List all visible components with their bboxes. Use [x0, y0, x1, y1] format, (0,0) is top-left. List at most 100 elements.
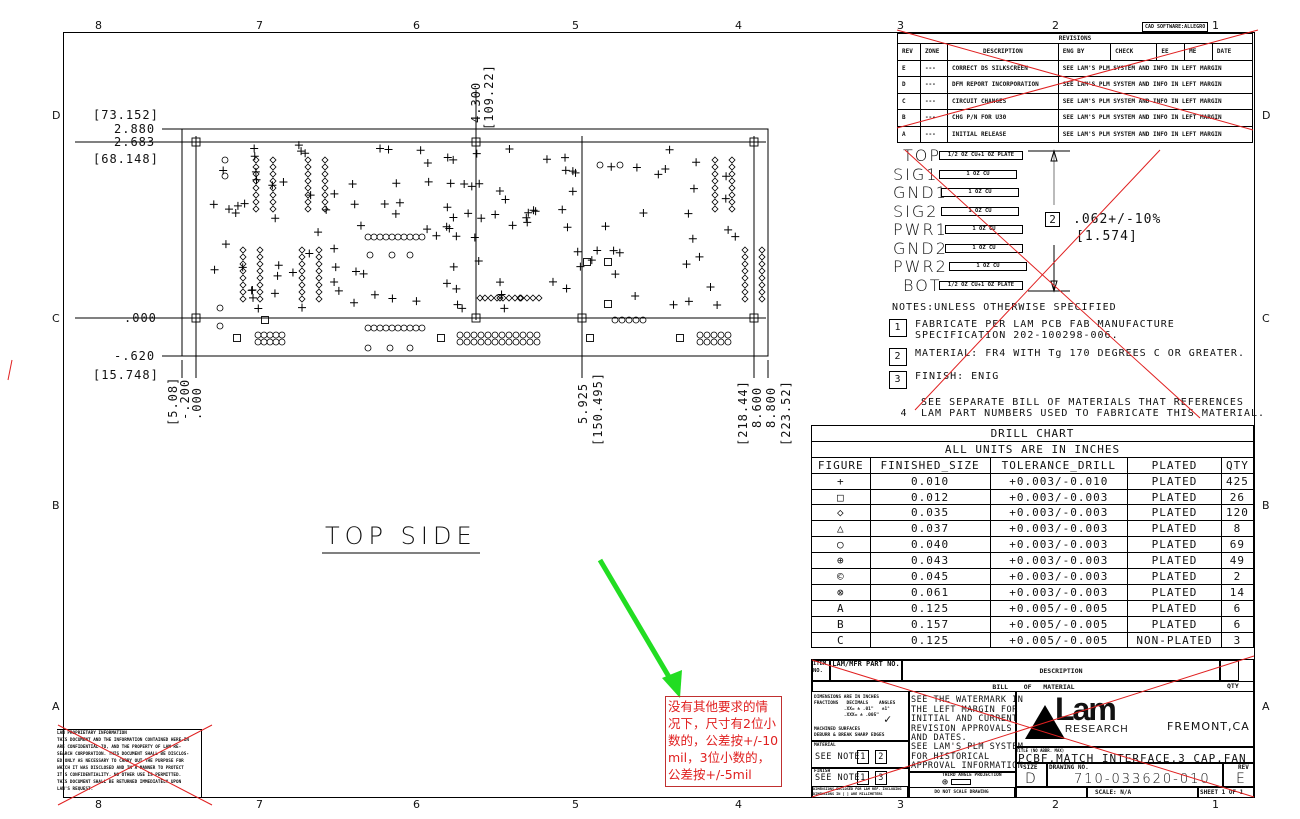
drill-hole	[252, 170, 260, 178]
drill-hole	[524, 208, 533, 217]
col-check: CHECK	[1110, 43, 1158, 61]
drill-hole	[370, 324, 378, 332]
drill-hole	[315, 274, 323, 282]
drill-hole	[758, 295, 766, 303]
drill-hole	[512, 331, 520, 339]
drill-figure-icon: ⊗	[811, 583, 871, 601]
drill-hole	[703, 338, 711, 346]
drill-hole	[446, 179, 455, 188]
tolerance: +0.003/-0.003	[989, 552, 1129, 570]
drill-hole	[604, 300, 612, 308]
drill-hole	[256, 253, 264, 261]
proprietary-notice: LAM PROPRIETARY INFORMATION THIS DOCUMEN…	[57, 729, 202, 797]
drill-hole	[252, 163, 260, 171]
drill-hole	[533, 338, 541, 346]
col-me: ME	[1184, 43, 1213, 61]
drill-hole	[535, 294, 543, 302]
drill-hole	[252, 184, 260, 192]
drill-hole	[731, 232, 740, 241]
drill-hole	[496, 294, 504, 302]
checkmark-icon: ✓	[884, 712, 892, 726]
drill-figure-icon: +	[811, 472, 871, 490]
drill-hole	[632, 316, 640, 324]
drill-hole	[741, 267, 749, 275]
logo-text: Lam	[1055, 691, 1117, 727]
drill-hole	[563, 223, 572, 232]
drill-hole	[470, 331, 478, 339]
zone-row-marker: A	[52, 700, 60, 713]
drill-hole	[304, 170, 312, 178]
drill-hole	[271, 214, 280, 223]
drill-hole	[711, 191, 719, 199]
drill-hole	[511, 294, 519, 302]
zone: ---	[919, 125, 949, 143]
layer-name: SIG2	[893, 201, 939, 221]
drill-hole	[256, 295, 264, 303]
drill-hole	[676, 334, 684, 342]
zone-column-marker: 5	[572, 19, 579, 32]
zone-column-marker: 4	[735, 19, 742, 32]
drill-hole	[669, 300, 678, 309]
drill-hole	[269, 163, 277, 171]
drill-hole	[321, 198, 329, 206]
drill-hole	[424, 177, 433, 186]
drill-hole	[741, 288, 749, 296]
drill-hole	[449, 213, 458, 222]
drill-hole	[442, 279, 451, 288]
drill-hole	[710, 331, 718, 339]
drill-hole	[711, 184, 719, 192]
drill-hole	[304, 163, 312, 171]
drill-hole	[517, 294, 525, 302]
finish-ref: 1	[857, 771, 869, 785]
note-number: 3	[889, 371, 907, 389]
drill-hole	[382, 233, 390, 241]
drill-hole	[684, 209, 693, 218]
dim-left: [68.148]	[93, 152, 159, 166]
drill-hole	[499, 294, 507, 302]
dim-left: .000	[124, 311, 157, 325]
annotation-box: 没有其他要求的情况下，尺寸有2位小数的，公差按+/-10mil，3位小数的，公差…	[665, 696, 782, 787]
zone-column-marker: 1	[1212, 798, 1219, 811]
zone-row-marker: B	[1262, 499, 1270, 512]
drill-hole	[315, 253, 323, 261]
drill-hole	[260, 331, 268, 339]
tolerance: +0.003/-0.003	[989, 568, 1129, 585]
drill-hole	[321, 170, 329, 178]
drill-hole	[696, 338, 704, 346]
qty: 2	[1220, 568, 1255, 585]
zone-column-marker: 8	[95, 19, 102, 32]
drill-hole	[749, 137, 759, 147]
drill-hole	[665, 145, 674, 154]
drill-hole	[561, 166, 570, 175]
tolerance: +0.003/-0.003	[989, 520, 1129, 538]
drill-hole	[711, 170, 719, 178]
finished-size: 0.125	[869, 599, 991, 617]
drill-hole	[304, 191, 312, 199]
drill-hole	[298, 253, 306, 261]
drill-hole	[384, 145, 393, 154]
drill-hole	[288, 268, 297, 277]
drill-hole	[586, 334, 594, 342]
plated: PLATED	[1127, 615, 1222, 633]
revisions-title: REVISIONS	[897, 33, 1253, 44]
drill-hole	[758, 274, 766, 282]
dim-bottom: [218.44]	[736, 380, 750, 446]
drill-hole	[366, 251, 374, 259]
approval-info: SEE LAM'S PLM SYSTEM AND INFO IN LEFT MA…	[1057, 125, 1254, 143]
drill-hole	[512, 338, 520, 346]
drill-hole	[364, 324, 372, 332]
drill-hole	[496, 278, 505, 287]
bom-item-no: ITEM NO.	[812, 660, 830, 681]
zone-row-marker: A	[1262, 700, 1270, 713]
description: CHG P/N FOR U30	[947, 109, 1059, 127]
qty: 3	[1220, 631, 1255, 649]
location: FREMONT,CA	[1167, 720, 1250, 733]
material-ref: 2	[875, 750, 887, 764]
drill-hole	[321, 205, 329, 213]
drill-hole	[394, 324, 402, 332]
qty: 8	[1220, 520, 1255, 538]
drill-hole	[562, 284, 571, 293]
drill-hole	[273, 271, 282, 280]
